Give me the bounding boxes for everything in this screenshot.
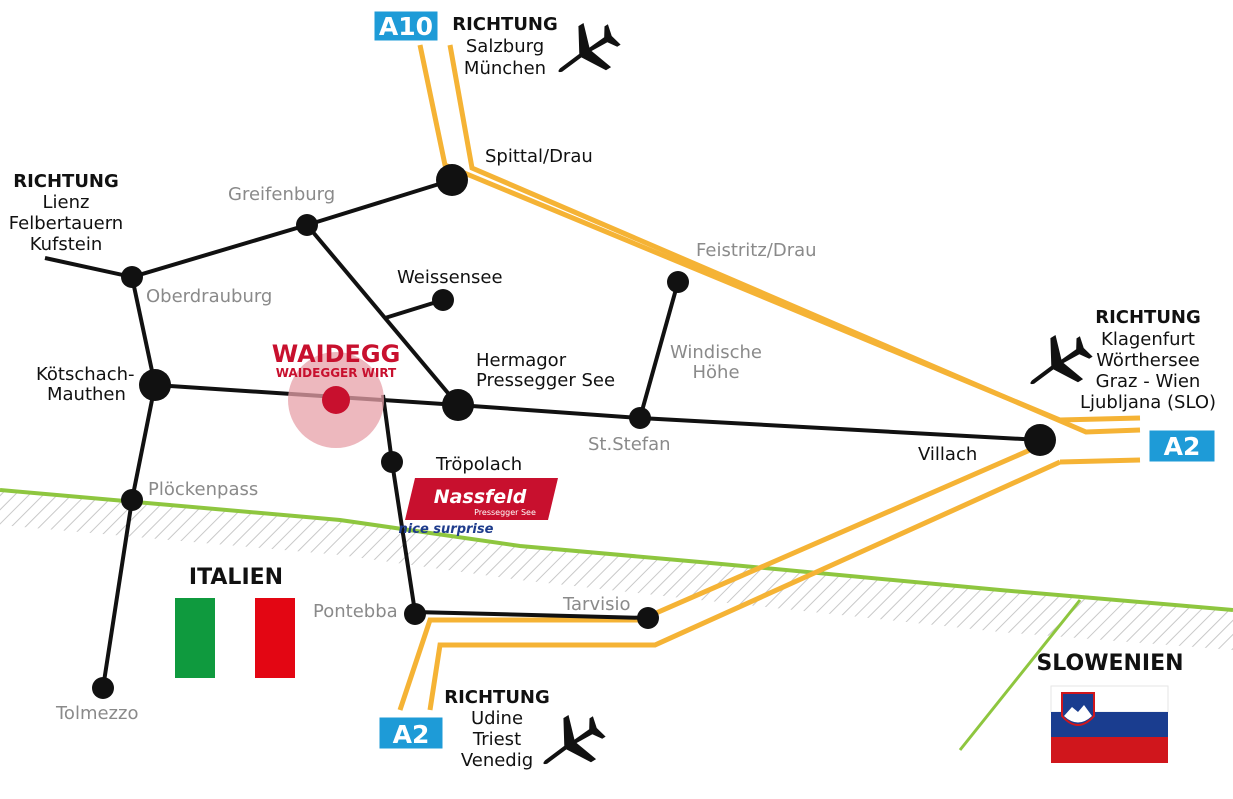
shield-a10[interactable]: A10 — [371, 8, 441, 44]
direction-south-heading: RICHTUNG — [444, 687, 550, 708]
town-label-feistritz: Feistritz/Drau — [696, 240, 817, 261]
hotel-dot — [322, 386, 350, 414]
direction-north-heading: RICHTUNG — [452, 14, 558, 35]
direction-east-heading: RICHTUNG — [1095, 307, 1201, 328]
direction-north-line: Salzburg — [466, 36, 544, 57]
node-villach — [1024, 424, 1056, 456]
town-label-hermagor: Pressegger See — [476, 370, 615, 391]
slovenia-flag — [1050, 685, 1169, 763]
node-spittal — [436, 164, 468, 196]
town-label-hermagor: Hermagor — [476, 350, 567, 371]
direction-east-line: Graz - Wien — [1096, 371, 1201, 392]
node-ploeckenpass — [121, 489, 143, 511]
node-feistritz — [667, 271, 689, 293]
node-tolmezzo — [92, 677, 114, 699]
node-greifenburg — [296, 214, 318, 236]
node-koetschach — [139, 369, 171, 401]
shield-a10-label: A10 — [379, 12, 433, 41]
node-ststefan — [629, 407, 651, 429]
node-troepolach — [381, 451, 403, 473]
motorway-a10 — [417, 44, 1141, 435]
town-label-greifenburg: Greifenburg — [228, 184, 335, 205]
direction-west-line: Felbertauern — [9, 213, 123, 234]
direction-east-line: Klagenfurt — [1101, 329, 1195, 350]
border-italy-slovenia — [958, 599, 1082, 751]
town-label-weissensee: Weissensee — [397, 267, 503, 288]
town-label-oberdrauburg: Oberdrauburg — [146, 286, 272, 307]
town-label-koetschach: Kötschach- — [36, 364, 135, 385]
direction-west-line: Lienz — [43, 192, 90, 213]
town-label-ploeckenpass: Plöckenpass — [148, 479, 258, 500]
nassfeld-name: Nassfeld — [434, 486, 527, 508]
border-italy-austria — [0, 488, 1233, 650]
town-label-koetschach: Mauthen — [47, 384, 126, 405]
direction-south-line: Udine — [471, 708, 523, 729]
direction-south-line: Triest — [472, 729, 521, 750]
hotel-marker[interactable]: WAIDEGG WAIDEGGER WIRT — [272, 340, 401, 448]
direction-east: RICHTUNG Klagenfurt Wörthersee Graz - Wi… — [1080, 307, 1216, 413]
town-label-tolmezzo: Tolmezzo — [55, 703, 138, 724]
direction-west-heading: RICHTUNG — [13, 171, 119, 192]
town-label-windische: Höhe — [692, 362, 739, 383]
direction-east-line: Wörthersee — [1096, 350, 1200, 371]
direction-north-line: München — [464, 58, 546, 79]
shield-a2-south[interactable]: A2 — [376, 714, 446, 752]
town-label-pontebba: Pontebba — [313, 601, 398, 622]
italy-flag — [175, 598, 295, 678]
airplane-icon — [528, 704, 614, 784]
nassfeld-sub: Pressegger See — [474, 508, 536, 517]
country-label-slovenia: SLOWENIEN — [1036, 651, 1183, 676]
direction-west-line: Kufstein — [30, 234, 103, 255]
hotel-subtitle: WAIDEGGER WIRT — [276, 366, 397, 380]
town-label-tarvisio: Tarvisio — [562, 594, 631, 615]
node-hermagor — [442, 389, 474, 421]
motorway-a2-south — [397, 447, 1141, 711]
town-label-villach: Villach — [918, 444, 977, 465]
node-pontebba — [404, 603, 426, 625]
node-weissensee — [432, 289, 454, 311]
town-label-troepolach: Tröpolach — [435, 454, 522, 475]
shield-a2-east-label: A2 — [1164, 432, 1201, 461]
node-oberdrauburg — [121, 266, 143, 288]
town-label-spittal: Spittal/Drau — [485, 146, 593, 167]
town-labels: Spittal/Drau Greifenburg Oberdrauburg We… — [36, 146, 977, 724]
direction-north: RICHTUNG Salzburg München — [452, 14, 558, 79]
shield-a2-south-label: A2 — [393, 720, 430, 749]
nassfeld-logo[interactable]: Nassfeld Pressegger See nice surprise — [399, 478, 558, 537]
town-label-ststefan: St.Stefan — [588, 434, 671, 455]
direction-east-line: Ljubljana (SLO) — [1080, 392, 1216, 413]
direction-west: RICHTUNG Lienz Felbertauern Kufstein — [9, 171, 123, 255]
town-label-windische: Windische — [670, 342, 762, 363]
road-nodes — [92, 164, 1056, 699]
nassfeld-slogan: nice surprise — [399, 522, 494, 537]
hotel-name: WAIDEGG — [272, 340, 401, 368]
shield-a2-east[interactable]: A2 — [1146, 427, 1218, 465]
direction-south: RICHTUNG Udine Triest Venedig — [444, 687, 550, 771]
direction-south-line: Venedig — [461, 750, 533, 771]
node-tarvisio — [637, 607, 659, 629]
country-label-italy: ITALIEN — [189, 565, 283, 590]
